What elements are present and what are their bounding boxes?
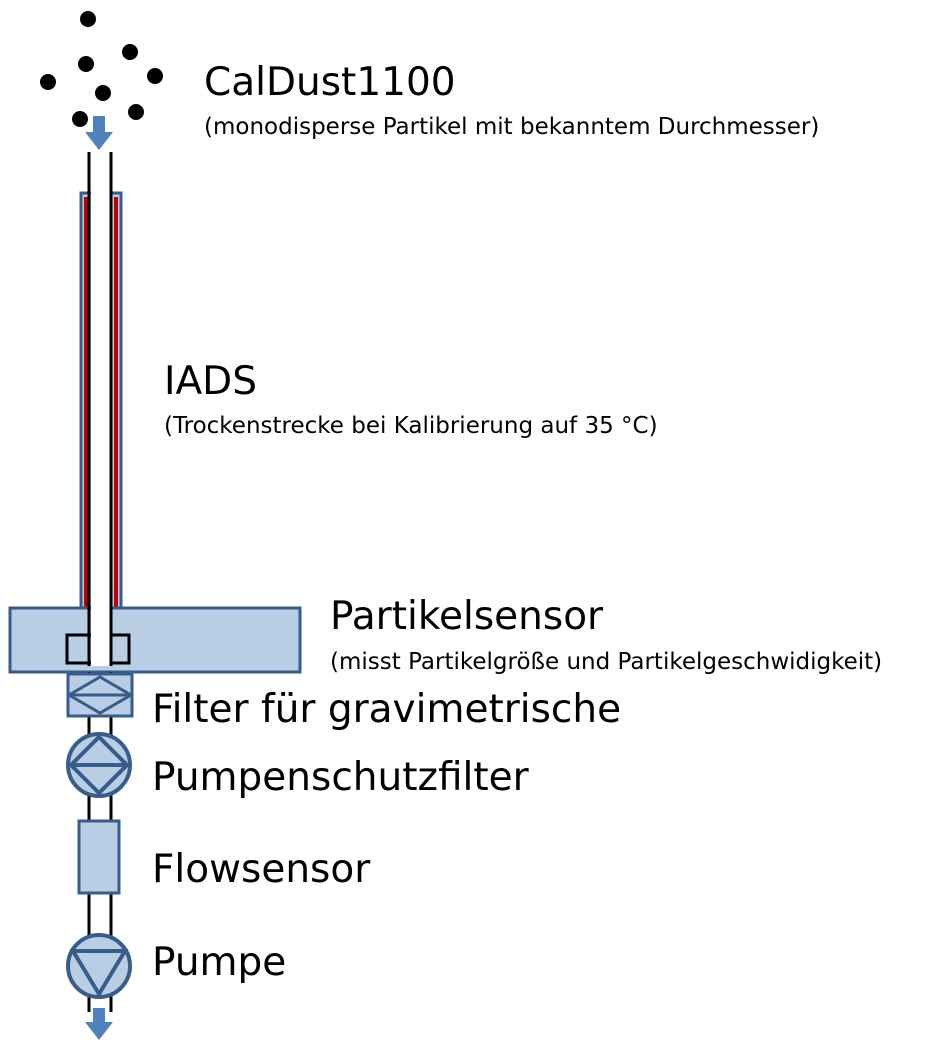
outlet-arrow-icon — [85, 1008, 113, 1040]
particle-sensor-block — [8, 606, 302, 674]
flowsensor-block — [77, 819, 121, 895]
gravimetric-filter-label: Filter für gravimetrische — [152, 687, 622, 732]
pump-label: Pumpe — [152, 940, 287, 985]
caldust-title: CalDust1100 — [204, 60, 456, 105]
caldust-description: (monodisperse Partikel mit bekanntem Dur… — [204, 114, 820, 140]
particle-sensor-title: Partikelsensor — [330, 594, 604, 639]
iads-title: IADS — [164, 359, 257, 404]
filter-circle-icon — [66, 732, 132, 798]
tube-interior-top — [91, 152, 111, 666]
iads-description: (Trockenstrecke bei Kalibrierung auf 35 … — [164, 413, 658, 439]
particle-dots-icon — [40, 11, 163, 127]
flowsensor-label: Flowsensor — [152, 847, 371, 892]
filter-diamond-icon — [66, 672, 134, 718]
inlet-arrow-icon — [85, 116, 113, 150]
pump-protection-filter-label: Pumpenschutzfilter — [152, 755, 529, 800]
particle-sensor-description: (misst Partikelgröße und Partikelgeschwi… — [330, 649, 883, 675]
pump-triangle-icon — [66, 933, 132, 999]
